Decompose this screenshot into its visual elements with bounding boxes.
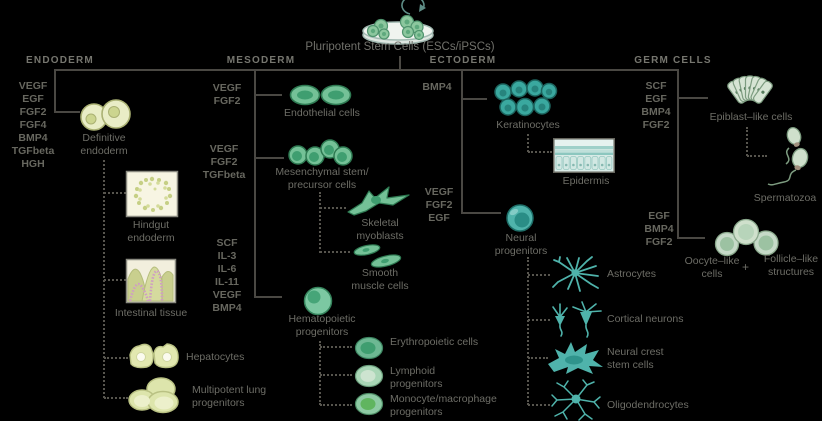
- spermatozoa-icon: [767, 127, 809, 186]
- follicle-like-structures-label: Follicle–like structures: [763, 253, 819, 278]
- intestinal-branch-line: [104, 279, 126, 281]
- germ-cells-header: GERM CELLS: [634, 55, 712, 66]
- endothelial-branch-line: [254, 94, 282, 96]
- endoderm-header: ENDODERM: [26, 55, 94, 66]
- lymphoid-progenitors-label: Lymphoid progenitors: [390, 365, 443, 390]
- erythropoietic-branch-line: [320, 346, 352, 348]
- main-branch-line: [54, 69, 679, 71]
- myoblast-branch-line: [320, 207, 346, 209]
- keratinocyte-factor-list: BMP4: [422, 81, 452, 93]
- definitive-endoderm-label: Definitive endoderm: [80, 132, 128, 157]
- definitive-endoderm-cells-icon: [80, 99, 131, 131]
- smooth-muscle-branch-line: [320, 251, 350, 253]
- neural-crest-stem-cells-label: Neural crest stem cells: [607, 346, 664, 371]
- hindgut-endoderm-label: Hindgut endoderm: [127, 219, 175, 244]
- hindgut-endoderm-image: [125, 170, 179, 218]
- mesenchymal-cells-icon: [288, 139, 353, 166]
- lymphoid-branch-line: [320, 374, 352, 376]
- endoderm-factor-list: VEGF EGF FGF2 FGF4 BMP4 TGFbeta HGH: [11, 80, 55, 170]
- oocyte-like-cells-label: Oocyte–like cells: [684, 255, 740, 280]
- astrocyte-branch-line: [528, 274, 550, 276]
- stem-stub-line: [399, 56, 401, 70]
- endothelial-factor-list: VEGF FGF2: [212, 82, 242, 107]
- erythropoietic-cells-label: Erythropoietic cells: [390, 336, 479, 348]
- neural-derivative-line: [527, 257, 529, 405]
- erythropoietic-cell-icon: [354, 336, 384, 360]
- keratinocytes-label: Keratinocytes: [496, 119, 560, 131]
- mesoderm-vertical-line: [254, 69, 256, 298]
- epidermis-label: Epidermis: [562, 175, 610, 187]
- epidermis-image: [553, 138, 615, 173]
- oocyte-cells-icon: [714, 218, 779, 257]
- ectoderm-header: ECTODERM: [429, 55, 497, 66]
- hematopoietic-branch-line: [254, 296, 282, 298]
- endoderm-branch-line: [54, 111, 80, 113]
- lung-progenitors-icon: [128, 377, 179, 414]
- intestinal-tissue-image: [125, 258, 177, 304]
- monocyte-branch-line: [320, 404, 352, 406]
- oocyte-branch-line: [677, 237, 705, 239]
- hematopoietic-factor-list: SCF IL-3 IL-6 IL-11 VEGF BMP4: [212, 237, 242, 314]
- keratinocyte-branch-line: [461, 98, 487, 100]
- oligodendrocyte-branch-line: [528, 404, 550, 406]
- mesenchymal-cells-label: Mesenchymal stem/ precursor cells: [275, 166, 369, 191]
- smooth-muscle-cells-label: Smooth muscle cells: [351, 267, 409, 292]
- oligodendrocytes-label: Oligodendrocytes: [607, 399, 689, 411]
- neural-branch-line: [461, 212, 501, 214]
- epidermis-elbow-h: [528, 151, 552, 153]
- lymphoid-progenitor-icon: [354, 364, 384, 388]
- spermatozoa-label: Spermatozoa: [753, 192, 817, 204]
- mesoderm-header: MESODERM: [226, 55, 296, 66]
- cortical-neurons-label: Cortical neurons: [607, 313, 684, 325]
- neural-progenitor-icon: [506, 204, 534, 232]
- spermatozoa-elbow-v: [746, 127, 748, 156]
- skeletal-myoblast-icon: [347, 186, 410, 216]
- endothelial-cells-icon: [289, 84, 352, 106]
- smooth-muscle-cells-icon: [353, 244, 402, 268]
- lung-progenitors-label: Multipotent lung progenitors: [192, 384, 267, 409]
- astrocyte-icon: [552, 256, 599, 292]
- endoderm-vertical-line: [54, 69, 56, 113]
- plus-sign: +: [742, 260, 750, 274]
- keratinocytes-icon: [494, 79, 558, 117]
- epiblast-cells-icon: [727, 75, 773, 104]
- page-title: Pluripotent Stem Cells (ESCs/iPSCs): [305, 41, 495, 53]
- cortical-branch-line: [528, 319, 550, 321]
- epiblast-branch-line: [677, 97, 708, 99]
- epiblast-like-cells-label: Epiblast–like cells: [709, 111, 793, 123]
- neural-factor-list: VEGF FGF2 EGF: [424, 186, 454, 224]
- hepatocytes-label: Hepatocytes: [186, 351, 245, 363]
- hepatocytes-icon: [129, 343, 179, 369]
- cortical-neurons-icon: [552, 301, 602, 338]
- neural-progenitors-label: Neural progenitors: [494, 232, 548, 257]
- germ-vertical-line: [677, 69, 679, 239]
- oligodendrocyte-icon: [551, 379, 601, 421]
- epiblast-factor-list: SCF EGF BMP4 FGF2: [641, 80, 671, 131]
- epidermis-elbow-v: [527, 134, 529, 152]
- spermatozoa-elbow-h: [747, 155, 767, 157]
- skeletal-myoblasts-label: Skeletal myoblasts: [356, 217, 404, 242]
- lung-branch-line: [104, 397, 128, 399]
- mesenchymal-branch-line: [254, 157, 284, 159]
- crest-branch-line: [528, 357, 548, 359]
- mesenchymal-factor-list: VEGF FGF2 TGFbeta: [202, 143, 246, 181]
- mesenchymal-derivative-line: [319, 192, 321, 253]
- petri-dish-icon: [362, 0, 434, 45]
- hematopoietic-progenitor-icon: [303, 286, 333, 316]
- hepatocyte-branch-line: [104, 357, 128, 359]
- hindgut-branch-line: [104, 192, 126, 194]
- oocyte-factor-list: EGF BMP4 FGF2: [644, 210, 674, 248]
- monocyte-progenitors-label: Monocyte/macrophage progenitors: [390, 393, 497, 418]
- hematopoietic-progenitors-label: Hematopoietic progenitors: [288, 313, 356, 338]
- ectoderm-vertical-line: [461, 69, 463, 214]
- neural-crest-icon: [548, 342, 603, 374]
- endothelial-cells-label: Endothelial cells: [284, 107, 360, 119]
- monocyte-progenitor-icon: [354, 392, 384, 416]
- astrocytes-label: Astrocytes: [607, 268, 657, 280]
- intestinal-tissue-label: Intestinal tissue: [114, 307, 188, 319]
- hematopoietic-derivative-line: [319, 341, 321, 405]
